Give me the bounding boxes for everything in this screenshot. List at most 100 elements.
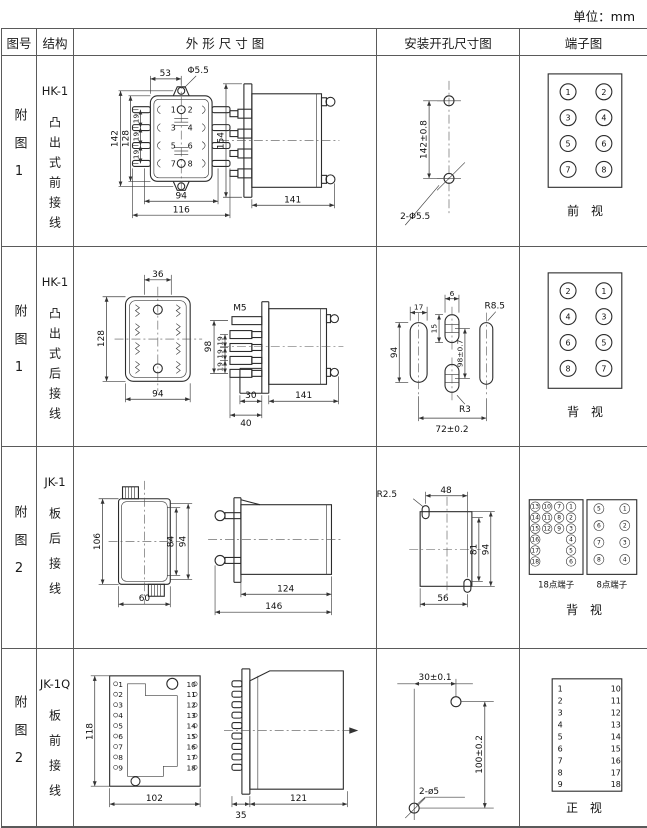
front-view-linework bbox=[108, 480, 181, 605]
terminal-number: 2 bbox=[558, 697, 563, 706]
front-view-dimensions bbox=[102, 274, 191, 403]
side-view-linework bbox=[224, 668, 359, 795]
pin-number: 7 bbox=[118, 742, 123, 751]
dim-hole-callout: 2-Φ5.5 bbox=[400, 212, 430, 222]
structure-type: 凸出式后接线 bbox=[47, 307, 62, 427]
front-view-dimensions bbox=[98, 498, 193, 608]
structure-type: 板前接线 bbox=[47, 709, 62, 809]
dim-w-total: 116 bbox=[173, 206, 190, 216]
dim-h-body: 128 bbox=[97, 330, 107, 347]
dim-top-width: 48 bbox=[440, 486, 452, 496]
mounting-drawing-row2: 17 6 15 94 98±0.7 R8.5 R3 72±0.2 bbox=[377, 247, 520, 447]
pin-number: 7 bbox=[171, 159, 176, 168]
terminal-number: 4 bbox=[601, 114, 606, 123]
dim-pitch: 19 bbox=[216, 336, 225, 346]
dim-foot-40: 40 bbox=[240, 419, 252, 429]
pin-number: 3 bbox=[171, 124, 176, 133]
fig-label: 附图1 bbox=[11, 303, 27, 390]
pin-number: 5 bbox=[118, 722, 123, 731]
terminal-drawing-row3: 13 14 15 16 17 18 10 11 12 7 8 9 1 2 3 4… bbox=[520, 447, 647, 649]
terminal-number: 8 bbox=[557, 515, 561, 522]
unit-label: 单位：mm bbox=[573, 9, 635, 24]
terminal-number: 1 bbox=[558, 685, 563, 694]
terminal-number: 9 bbox=[558, 780, 563, 789]
dim-bottom-width: 56 bbox=[437, 594, 449, 604]
dim-w-body: 102 bbox=[146, 794, 163, 804]
dim-h-total: 118 bbox=[85, 723, 95, 740]
outline-drawing-row1: 53 Φ5.5 142 128 19 19 19 94 116 1 2 3 4 … bbox=[74, 56, 377, 247]
terminal-number: 1 bbox=[623, 506, 627, 513]
pin-number: 9 bbox=[118, 763, 123, 772]
terminal-circles bbox=[559, 282, 613, 377]
terminal-number: 2 bbox=[601, 88, 606, 97]
terminal-number: 8 bbox=[597, 556, 601, 563]
terminal-number: 15 bbox=[611, 744, 621, 753]
terminal-svg-jk1q: 1 2 3 4 5 6 7 8 9 10 11 12 13 14 15 16 1… bbox=[551, 678, 623, 815]
pin-number: 1 bbox=[118, 680, 123, 689]
mounting-dimensions bbox=[397, 678, 487, 809]
mounting-dimensions bbox=[423, 100, 444, 179]
pin-number: 8 bbox=[118, 753, 123, 762]
mounting-dimensions bbox=[412, 491, 495, 608]
terminal-drawing-row2: 2 1 4 3 6 5 8 7 背 视 bbox=[520, 247, 647, 447]
pin-number: 4 bbox=[118, 711, 123, 720]
terminal-number: 3 bbox=[558, 709, 563, 718]
terminal-number: 2 bbox=[566, 287, 571, 296]
terminal-label-18: 18点端子 bbox=[538, 579, 575, 589]
terminal-number: 1 bbox=[569, 504, 573, 511]
fig-label: 附图2 bbox=[11, 504, 27, 591]
terminal-box-8 bbox=[586, 499, 638, 575]
terminal-number: 13 bbox=[611, 721, 621, 730]
terminal-circles-18 bbox=[530, 501, 577, 567]
terminal-number: 3 bbox=[623, 540, 627, 547]
structure-row1: HK-1 凸出式前接线 bbox=[37, 56, 74, 247]
dim-hole-dia: Φ5.5 bbox=[188, 66, 209, 76]
dim-w-body: 94 bbox=[152, 389, 164, 399]
model-label: JK-1Q bbox=[39, 677, 71, 691]
mounting-svg-hk1-front: 142±0.8 2-Φ5.5 bbox=[400, 80, 466, 226]
dim-v-distance: 100±0.2 bbox=[475, 735, 485, 774]
structure-type: 板后接线 bbox=[47, 507, 62, 607]
dim-h-body: 128 bbox=[122, 130, 132, 147]
view-caption: 背 视 bbox=[567, 404, 603, 419]
terminal-label-8: 8点端子 bbox=[597, 579, 628, 589]
terminal-number: 7 bbox=[558, 756, 563, 765]
terminal-number: 12 bbox=[611, 709, 621, 718]
terminal-box-18 bbox=[528, 499, 584, 575]
model-label: HK-1 bbox=[41, 275, 69, 289]
dim-top-distance: 30±0.1 bbox=[419, 673, 452, 683]
fig-label: 附图1 bbox=[11, 108, 27, 194]
dim-h-inner: 81 bbox=[469, 544, 479, 555]
terminal-number: 6 bbox=[569, 558, 573, 565]
dim-pitch: 19 bbox=[131, 114, 140, 124]
dim-slot-callout: 2-R2.5 bbox=[377, 490, 397, 500]
model-label: JK-1 bbox=[44, 475, 66, 489]
terminal-svg-front-view: 1 2 3 4 5 6 7 8 前 视 bbox=[547, 73, 623, 218]
terminal-svg-jk1: 13 14 15 16 17 18 10 11 12 7 8 9 1 2 3 4… bbox=[528, 499, 638, 617]
mounting-dimensions bbox=[395, 294, 497, 422]
fig-number-row3: 附图2 bbox=[2, 447, 37, 649]
dim-slot-height: 94 bbox=[390, 346, 400, 358]
dim-top-width: 36 bbox=[152, 270, 164, 280]
dim-pitch: 19 bbox=[216, 349, 225, 359]
terminal-number: 3 bbox=[569, 526, 573, 533]
terminal-number: 6 bbox=[566, 339, 571, 348]
terminal-circles bbox=[559, 83, 613, 178]
terminal-number: 4 bbox=[566, 313, 571, 322]
dim-side-l2: 146 bbox=[265, 602, 282, 612]
dim-foot-30: 30 bbox=[245, 391, 257, 401]
dim-h-inner: 84 bbox=[167, 536, 177, 548]
mounting-linework bbox=[404, 80, 466, 226]
side-view-dimensions bbox=[231, 791, 348, 808]
terminal-box bbox=[547, 73, 623, 188]
terminal-number: 8 bbox=[601, 165, 606, 174]
dim-top-width: 53 bbox=[160, 69, 171, 79]
dim-hole-distance: 142±0.8 bbox=[420, 120, 430, 159]
terminal-drawing-row4: 1 2 3 4 5 6 7 8 9 10 11 12 13 14 15 16 1… bbox=[520, 649, 647, 827]
terminal-number: 6 bbox=[558, 744, 563, 753]
pin-number: 14 bbox=[186, 722, 196, 731]
view-caption: 前 视 bbox=[567, 204, 603, 218]
mounting-drawing-row1: 142±0.8 2-Φ5.5 bbox=[377, 56, 520, 247]
terminal-number: 8 bbox=[558, 768, 563, 777]
fig-number-row1: 附图1 bbox=[2, 56, 37, 247]
